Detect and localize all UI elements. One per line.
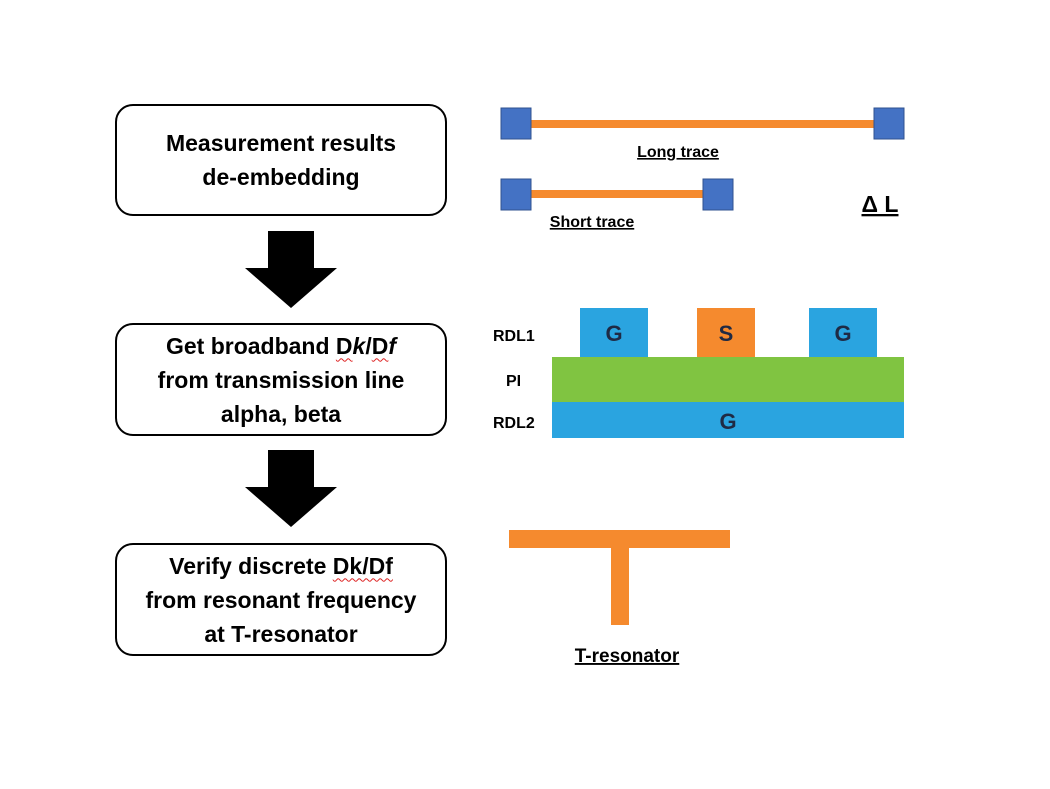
down-arrow-2 bbox=[245, 450, 337, 527]
t-resonator-shape bbox=[509, 530, 730, 625]
step-2-slash: / bbox=[365, 332, 372, 359]
step-2-df-d: D bbox=[371, 332, 389, 359]
pad-right-text: G bbox=[834, 321, 851, 346]
t-resonator-bar bbox=[509, 530, 730, 548]
rdl2-text: G bbox=[719, 409, 736, 434]
short-trace-pad-right bbox=[702, 178, 734, 211]
long-trace bbox=[500, 107, 905, 140]
rdl2-ground-layer bbox=[552, 402, 904, 438]
rdl1-label: RDL1 bbox=[493, 328, 535, 345]
step-2-prefix: Get broadband bbox=[165, 332, 336, 359]
step-3-line-2: from resonant frequency bbox=[145, 586, 417, 613]
step-3-line-3: at T-resonator bbox=[204, 620, 358, 647]
short-trace-label: Short trace bbox=[550, 214, 635, 231]
long-trace-label: Long trace bbox=[637, 144, 719, 161]
rdl2-label: RDL2 bbox=[493, 415, 535, 432]
step-box-broadband-dk-df: Get broadband Dk/Df from transmission li… bbox=[115, 323, 447, 436]
pi-layer bbox=[552, 357, 904, 402]
step-2-df-f: f bbox=[388, 332, 397, 359]
step-1-line-2: de-embedding bbox=[202, 164, 360, 190]
pad-left-text: G bbox=[605, 321, 622, 346]
rdl1-signal-pad bbox=[697, 308, 755, 357]
step-box-discrete-dk-df: Verify discrete Dk/Df from resonant freq… bbox=[115, 543, 447, 656]
rdl1-ground-pad-left bbox=[580, 308, 648, 357]
step-2-line-3: alpha, beta bbox=[220, 400, 342, 427]
down-arrow-1 bbox=[245, 231, 337, 308]
delta-l-label: Δ L bbox=[862, 191, 899, 217]
step-3-term: Dk/Df bbox=[332, 552, 393, 579]
short-trace bbox=[500, 178, 734, 211]
step-box-deembedding: Measurement results de-embedding bbox=[115, 104, 447, 216]
step-2-dk-d: D bbox=[335, 332, 353, 359]
long-trace-pad-left bbox=[500, 107, 532, 140]
rdl1-ground-pad-right bbox=[809, 308, 877, 357]
t-resonator-stub bbox=[611, 548, 629, 625]
pi-label: PI bbox=[506, 373, 521, 390]
step-2-line-1: Get broadband Dk/Df bbox=[166, 329, 396, 363]
step-2-line-2: from transmission line bbox=[157, 366, 405, 393]
pad-center-text: S bbox=[719, 321, 734, 346]
t-resonator-label: T-resonator bbox=[575, 646, 680, 667]
short-trace-pad-left bbox=[500, 178, 532, 211]
step-2-dk-k: k bbox=[352, 332, 366, 359]
stackup-cross-section bbox=[552, 308, 904, 438]
long-trace-pad-right bbox=[873, 107, 905, 140]
step-3-prefix: Verify discrete bbox=[169, 552, 333, 579]
step-3-line-1: Verify discrete Dk/Df bbox=[169, 549, 393, 583]
step-1-line-1: Measurement results bbox=[165, 130, 397, 156]
